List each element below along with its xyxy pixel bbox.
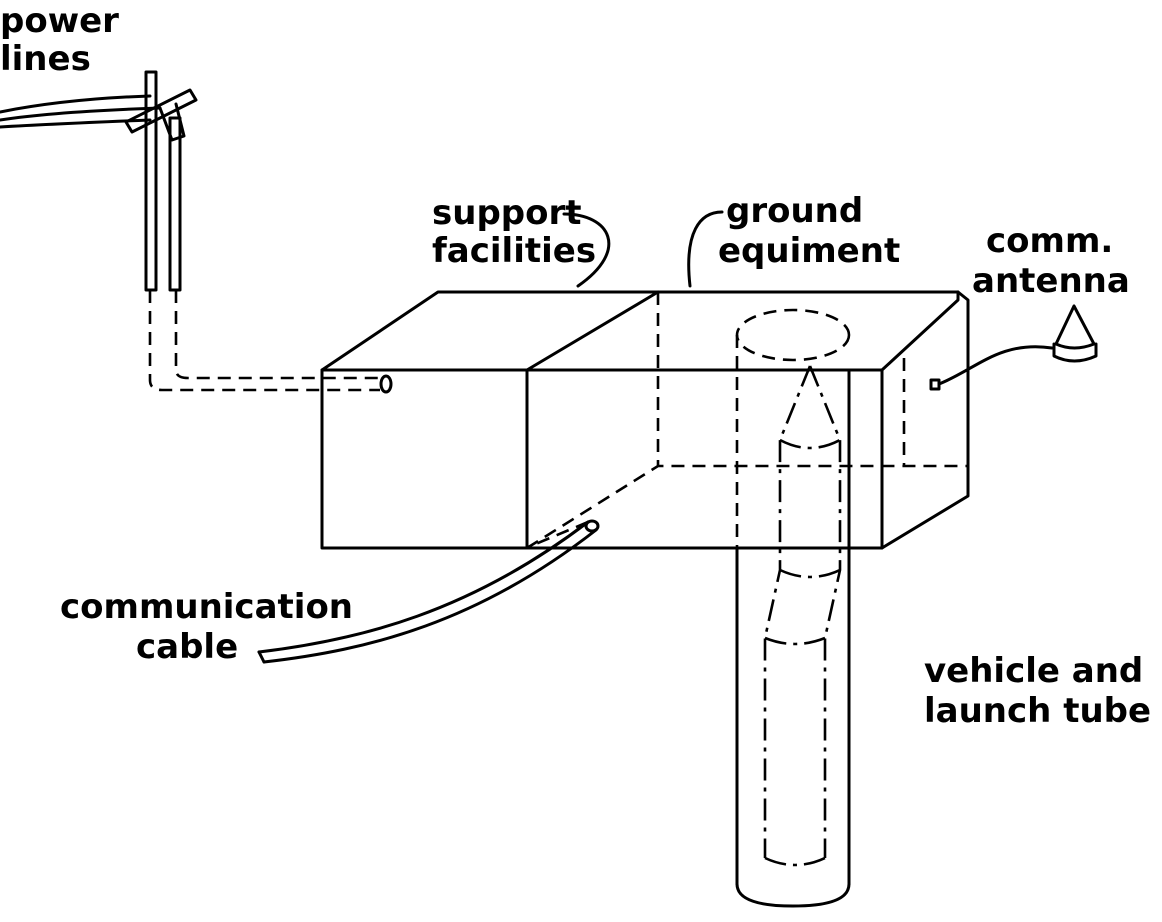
support-facilities-leader: [562, 212, 611, 288]
communication-cable: [257, 519, 600, 664]
support-facilities-label-line2: facilities: [432, 231, 596, 271]
ground-equipment-label-line1: ground: [726, 191, 863, 231]
vehicle-launch-tube-label-line2: launch tube: [924, 691, 1151, 731]
comm-antenna-label-line2: antenna: [972, 261, 1130, 301]
power-lines-label-line1: power: [0, 1, 119, 41]
ground-equipment-leader: [687, 210, 724, 288]
power-pole: [0, 70, 198, 292]
power-lines-label-line2: lines: [0, 39, 91, 79]
launch-tube: [735, 308, 851, 908]
underground-power-cable: [148, 290, 393, 394]
vehicle-launch-tube-label-line1: vehicle and: [924, 651, 1143, 691]
support-facilities-label-line1: support: [432, 193, 582, 233]
ground-facility-building: [320, 290, 970, 550]
launch-vehicle: [763, 365, 842, 867]
communication-cable-label-line1: communication: [60, 587, 353, 627]
communication-cable-label-line2: cable: [136, 627, 238, 667]
comm-antenna: [937, 304, 1098, 386]
comm-antenna-label-line1: comm.: [986, 221, 1113, 261]
ground-equipment-label-line2: equiment: [718, 231, 900, 271]
